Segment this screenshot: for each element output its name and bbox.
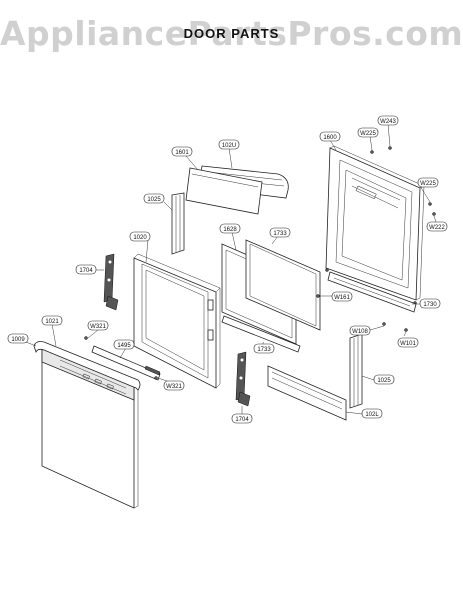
- label-w225-top: W225: [360, 131, 376, 137]
- part-1025-upper: [171, 192, 185, 255]
- part-1025-lower: [349, 333, 363, 409]
- label-1021: 1021: [45, 319, 59, 325]
- label-w222: W222: [429, 225, 445, 231]
- label-bubbles: 1601 102U 1600 W243 W225 W225 W222 1025 …: [7, 115, 448, 424]
- label-1025-upper: 1025: [147, 197, 161, 203]
- label-1733-upper: 1733: [273, 231, 287, 237]
- part-1733-upper: [245, 239, 321, 331]
- label-1628: 1628: [223, 227, 237, 233]
- label-1730: 1730: [423, 302, 437, 308]
- label-w321-upper: W321: [90, 324, 106, 330]
- diagram-title: DOOR PARTS: [183, 26, 280, 41]
- part-102l: [267, 365, 347, 421]
- part-1009-handle: [33, 341, 141, 391]
- label-1600: 1600: [323, 135, 337, 141]
- part-1704-left: [103, 253, 119, 311]
- part-1601: [185, 167, 263, 215]
- part-1021-outer-door: [41, 347, 139, 509]
- screws: [84, 146, 436, 380]
- part-1704-right: [235, 351, 251, 407]
- label-1020: 1020: [133, 235, 147, 241]
- label-1601: 1601: [175, 150, 189, 156]
- label-w225-side: W225: [420, 181, 436, 187]
- label-w108: W108: [352, 329, 368, 335]
- label-102u: 102U: [222, 143, 236, 149]
- label-1009: 1009: [11, 337, 25, 343]
- label-w321-lower: W321: [166, 384, 182, 390]
- part-1733-lower: [221, 315, 301, 353]
- label-1495: 1495: [117, 343, 131, 349]
- label-w101: W101: [400, 341, 416, 347]
- label-1025-lower: 1025: [377, 378, 391, 384]
- part-1730: [327, 271, 417, 313]
- label-1704-left: 1704: [79, 268, 93, 274]
- part-1495: [91, 345, 161, 381]
- part-1020: [133, 253, 221, 389]
- label-102l: 102L: [365, 412, 379, 418]
- label-1733-lower: 1733: [257, 347, 271, 353]
- label-w161: W161: [334, 295, 350, 301]
- label-1704-right: 1704: [235, 417, 249, 423]
- label-w243: W243: [380, 119, 396, 125]
- leader-lines: [25, 123, 437, 415]
